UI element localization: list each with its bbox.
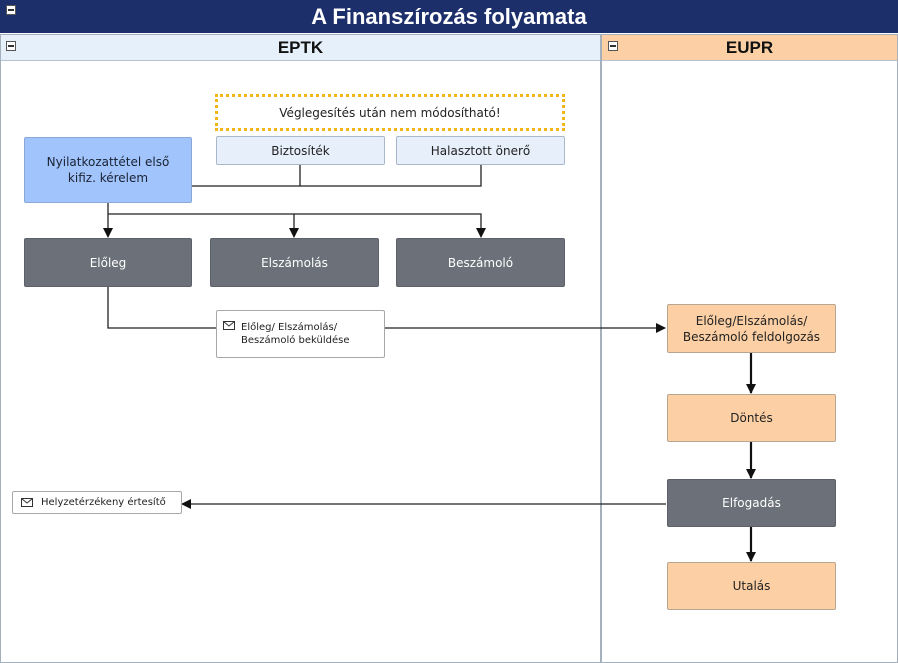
node-feldolgozas-label: Előleg/Elszámolás/ Beszámoló feldolgozás <box>682 313 821 344</box>
connector-to-elszamolas <box>108 213 299 238</box>
lane-label-eupr: EUPR <box>725 37 774 57</box>
page-title: A Finanszírozás folyamata <box>0 0 898 33</box>
node-eloleg[interactable]: Előleg <box>24 238 192 287</box>
node-biztositek[interactable]: Biztosíték <box>216 136 385 165</box>
connector-biztositek <box>192 165 301 187</box>
annotation-note-text: Véglegesítés után nem módosítható! <box>279 105 501 120</box>
collapse-eupr-icon[interactable] <box>608 41 618 51</box>
node-elszamolas[interactable]: Elszámolás <box>210 238 379 287</box>
node-elfogadas-label: Elfogadás <box>722 496 781 510</box>
envelope-icon <box>21 498 33 507</box>
node-dontes[interactable]: Döntés <box>667 394 836 442</box>
node-biztositek-label: Biztosíték <box>271 143 330 158</box>
node-nyilatkozattetel[interactable]: Nyilatkozattétel első kifiz. kérelem <box>24 137 192 203</box>
node-dontes-label: Döntés <box>730 411 773 425</box>
node-utalas-label: Utalás <box>732 579 771 593</box>
connector-eloleg-msg <box>107 287 216 329</box>
node-feldolgozas[interactable]: Előleg/Elszámolás/ Beszámoló feldolgozás <box>667 304 836 353</box>
message-bekuldes[interactable]: Előleg/ Elszámolás/ Beszámoló beküldése <box>216 310 385 358</box>
message-ertesito-label: Helyzetérzékeny értesítő <box>41 497 166 508</box>
node-beszamolo[interactable]: Beszámoló <box>396 238 565 287</box>
node-beszamolo-label: Beszámoló <box>447 255 514 270</box>
node-elszamolas-label: Elszámolás <box>261 255 328 270</box>
lane-header-eptk: EPTK <box>1 35 600 61</box>
message-bekuldes-label: Előleg/ Elszámolás/ Beszámoló beküldése <box>241 322 350 346</box>
connector-halasztott <box>300 165 482 187</box>
message-ertesito[interactable]: Helyzetérzékeny értesítő <box>12 491 182 514</box>
title-text: A Finanszírozás folyamata <box>311 3 587 29</box>
lane-header-eupr: EUPR <box>602 35 897 61</box>
node-halasztott-onero[interactable]: Halasztott önerő <box>396 136 565 165</box>
envelope-icon <box>223 321 235 330</box>
connector-to-beszamolo <box>294 213 486 238</box>
annotation-note: Véglegesítés után nem módosítható! <box>215 94 565 131</box>
lane-label-eptk: EPTK <box>277 37 324 57</box>
collapse-eptk-icon[interactable] <box>6 41 16 51</box>
node-nyilatkozattetel-label: Nyilatkozattétel első kifiz. kérelem <box>46 155 170 185</box>
collapse-icon[interactable] <box>6 5 16 15</box>
node-halasztott-label: Halasztott önerő <box>430 143 531 158</box>
node-eloleg-label: Előleg <box>89 255 127 270</box>
node-elfogadas[interactable]: Elfogadás <box>667 479 836 527</box>
node-utalas[interactable]: Utalás <box>667 562 836 610</box>
